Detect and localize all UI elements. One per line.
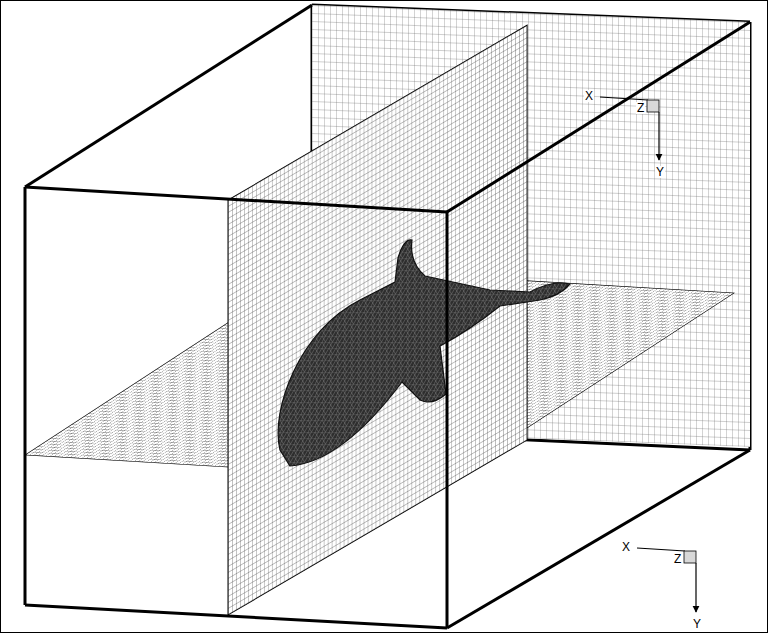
axis-label: Z — [636, 102, 645, 114]
axis-label: Z — [673, 553, 682, 565]
axis-label: X — [584, 90, 594, 102]
axis-triad — [600, 97, 659, 160]
axis-label: Y — [692, 618, 702, 630]
dolphin-model — [278, 240, 570, 466]
axis-label: X — [621, 541, 631, 553]
axis-label: Y — [655, 166, 665, 178]
axis-triad — [637, 548, 696, 612]
domain-front-edges — [25, 5, 750, 628]
